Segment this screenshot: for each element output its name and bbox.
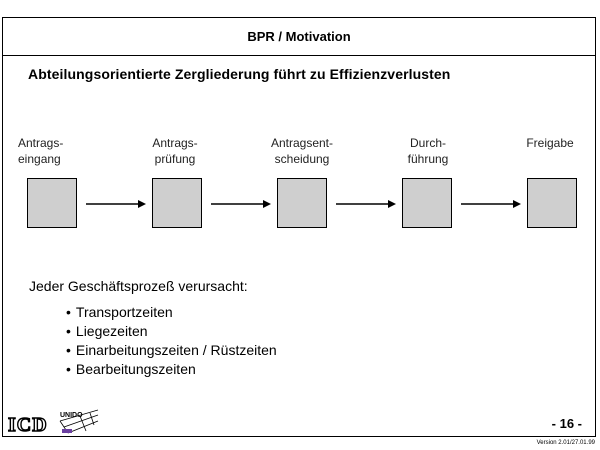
step-box-4 bbox=[402, 178, 452, 228]
icd-logo: ICD bbox=[7, 413, 48, 436]
step-box-3 bbox=[277, 178, 327, 228]
arrow-4 bbox=[461, 200, 521, 208]
unido-logo-icon: UNIDO bbox=[59, 409, 99, 434]
unido-logo-text: UNIDO bbox=[60, 412, 83, 419]
step-box-5 bbox=[527, 178, 577, 228]
step-box-2 bbox=[152, 178, 202, 228]
slide-title: BPR / Motivation bbox=[247, 29, 351, 44]
cost-bullet-list: Transportzeiten Liegezeiten Einarbeitung… bbox=[66, 303, 277, 379]
slide-title-bar: BPR / Motivation bbox=[3, 18, 595, 56]
slide-frame: BPR / Motivation bbox=[2, 17, 596, 437]
slide-heading: Abteilungsorientierte Zergliederung führ… bbox=[28, 66, 451, 82]
page-number: - 16 - bbox=[551, 416, 582, 431]
arrow-1 bbox=[86, 200, 146, 208]
bullet-item: Transportzeiten bbox=[66, 303, 277, 322]
process-caption: Jeder Geschäftsprozeß verursacht: bbox=[29, 278, 248, 294]
step-label-5: Freigabe bbox=[526, 136, 574, 150]
arrow-2 bbox=[211, 200, 271, 208]
arrow-3 bbox=[336, 200, 396, 208]
step-label-1: Antrags- eingang bbox=[18, 136, 64, 166]
bullet-item: Liegezeiten bbox=[66, 322, 277, 341]
version-text: Version 2.01/27.01.99 bbox=[536, 440, 595, 446]
step-label-2: Antrags- prüfung bbox=[152, 136, 198, 166]
bullet-item: Einarbeitungszeiten / Rüstzeiten bbox=[66, 341, 277, 360]
step-box-1 bbox=[27, 178, 77, 228]
step-label-3: Antragsent- scheidung bbox=[270, 136, 334, 166]
step-label-4: Durch- führung bbox=[407, 136, 449, 166]
bullet-item: Bearbeitungszeiten bbox=[66, 360, 277, 379]
